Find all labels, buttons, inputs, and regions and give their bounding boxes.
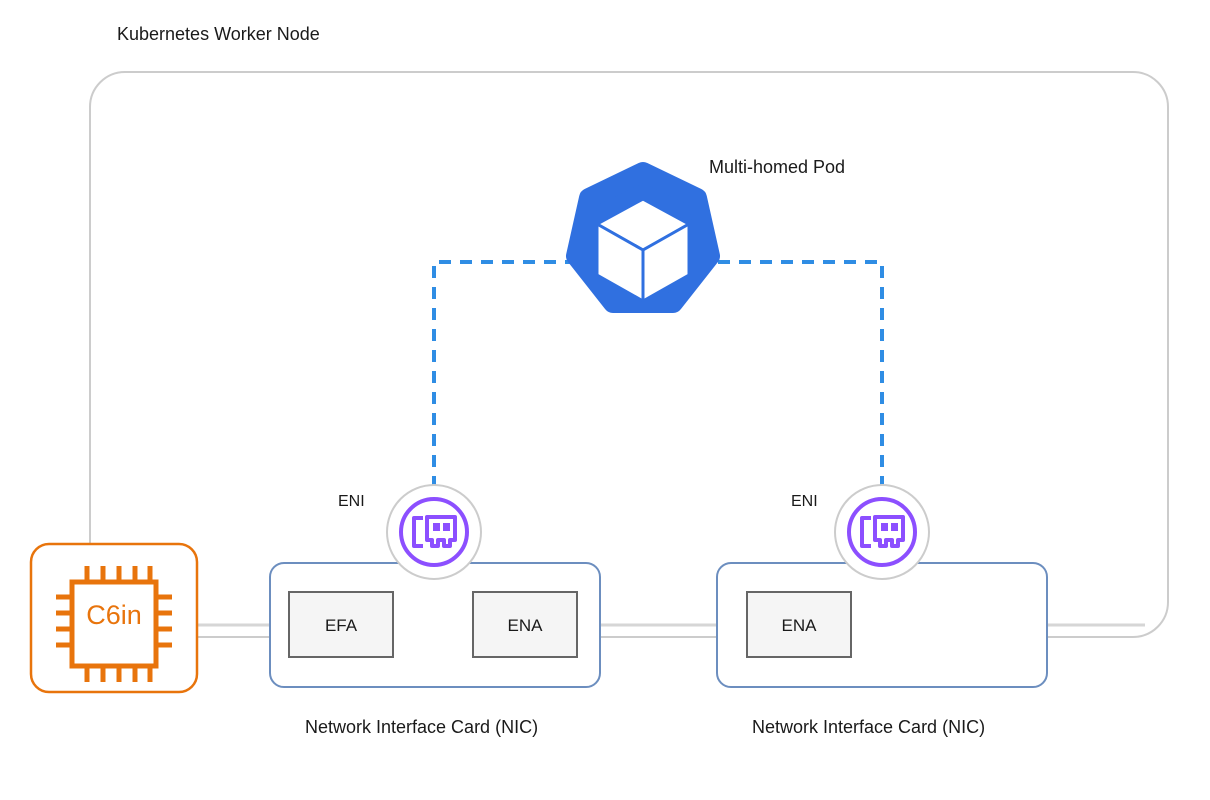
kubernetes-pod-icon xyxy=(566,162,720,313)
pod-title: Multi-homed Pod xyxy=(709,157,846,177)
interface-box-efa[interactable] xyxy=(288,591,394,658)
network-interface-card-icon xyxy=(412,515,457,548)
eni-label-right: ENI xyxy=(791,493,818,510)
nic-label-left: Network Interface Card (NIC) xyxy=(305,717,539,737)
interface-box-ena-left[interactable] xyxy=(472,591,578,658)
interface-label-ena-right: ENA xyxy=(781,616,817,635)
network-interface-card-icon xyxy=(860,515,905,548)
interface-box-ena-right[interactable] xyxy=(746,591,852,658)
nic-label-right: Network Interface Card (NIC) xyxy=(752,717,986,737)
interface-label-efa: EFA xyxy=(324,616,358,635)
pod-to-eni-right-link xyxy=(714,260,884,488)
instance-type-label: C6in xyxy=(86,600,142,630)
interface-label-ena-left: ENA xyxy=(507,616,543,635)
eni-label-left: ENI xyxy=(338,493,365,510)
pod-to-eni-left-link xyxy=(432,260,600,488)
worker-node-boundary xyxy=(89,71,1169,638)
eni-badge-right[interactable] xyxy=(834,484,930,580)
worker-node-title: Kubernetes Worker Node xyxy=(117,24,320,44)
eni-badge-left[interactable] xyxy=(386,484,482,580)
cpu-chip-icon xyxy=(56,566,172,682)
